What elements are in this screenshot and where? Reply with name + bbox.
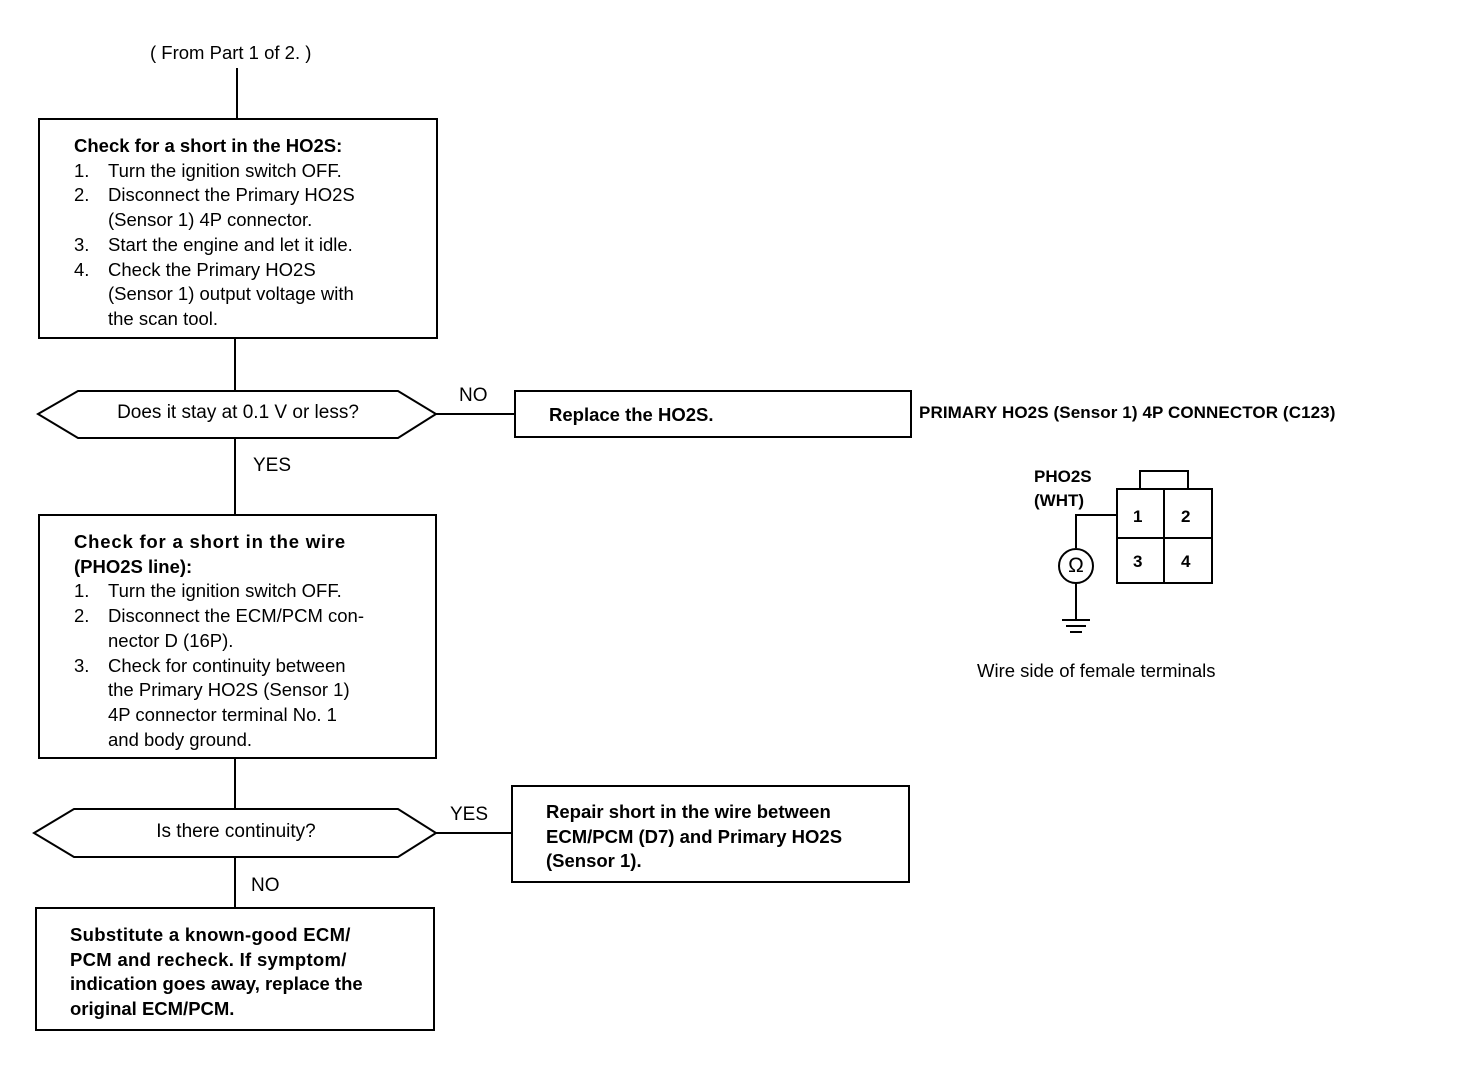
decision1-no-label: NO — [459, 385, 488, 406]
connector-title: PRIMARY HO2S (Sensor 1) 4P CONNECTOR (C1… — [919, 403, 1336, 422]
box2-step-2: 2. Disconnect the ECM/PCM con- nector D … — [74, 605, 365, 651]
connector-caption: Wire side of female terminals — [977, 660, 1216, 681]
from-part-label: ( From Part 1 of 2. ) — [150, 42, 312, 63]
decision2-question: Is there continuity? — [156, 821, 316, 842]
decision2-no-label: NO — [251, 875, 280, 896]
test-lead — [1075, 514, 1117, 548]
box2-heading-line1: Check for a short in the wire — [74, 531, 346, 552]
box1-heading: Check for a short in the HO2S: — [74, 135, 343, 156]
box1-step-3: 3. Start the engine and let it idle. — [74, 233, 353, 255]
replace-ho2s-text: Replace the HO2S. — [549, 404, 714, 425]
ohm-symbol: Ω — [1068, 554, 1084, 577]
decision1-yes-label: YES — [253, 455, 292, 476]
check-wire-short-box: Check for a short in the wire (PHO2S lin… — [38, 514, 437, 759]
terminal-1: 1 — [1133, 507, 1143, 526]
connector-latch — [1139, 470, 1189, 489]
pin-label: PHO2S (WHT) — [1034, 467, 1092, 510]
check-ho2s-short-box: Check for a short in the HO2S: 1. Turn t… — [38, 118, 438, 339]
terminal-4: 4 — [1181, 552, 1191, 571]
repair-short-box: Repair short in the wire between ECM/PCM… — [511, 785, 910, 883]
terminal-2: 2 — [1181, 507, 1191, 526]
replace-ho2s-box: Replace the HO2S. — [514, 390, 912, 438]
box1-step-2: 2. Disconnect the Primary HO2S (Sensor 1… — [74, 184, 355, 231]
decision2-yes-label: YES — [450, 804, 489, 825]
box1-step-4: 4. Check the Primary HO2S (Sensor 1) out… — [74, 258, 354, 329]
box2-step-1: 1. Turn the ignition switch OFF. — [74, 580, 342, 602]
decision1-question: Does it stay at 0.1 V or less? — [117, 402, 359, 423]
box1-step-1: 1. Turn the ignition switch OFF. — [74, 159, 342, 181]
box2-heading-line2: (PHO2S line): — [74, 555, 193, 577]
box2-step-3: 3. Check for continuity between the Prim… — [74, 654, 350, 750]
substitute-ecm-box: Substitute a known-good ECM/ PCM and rec… — [35, 907, 435, 1031]
terminal-3: 3 — [1133, 552, 1143, 571]
